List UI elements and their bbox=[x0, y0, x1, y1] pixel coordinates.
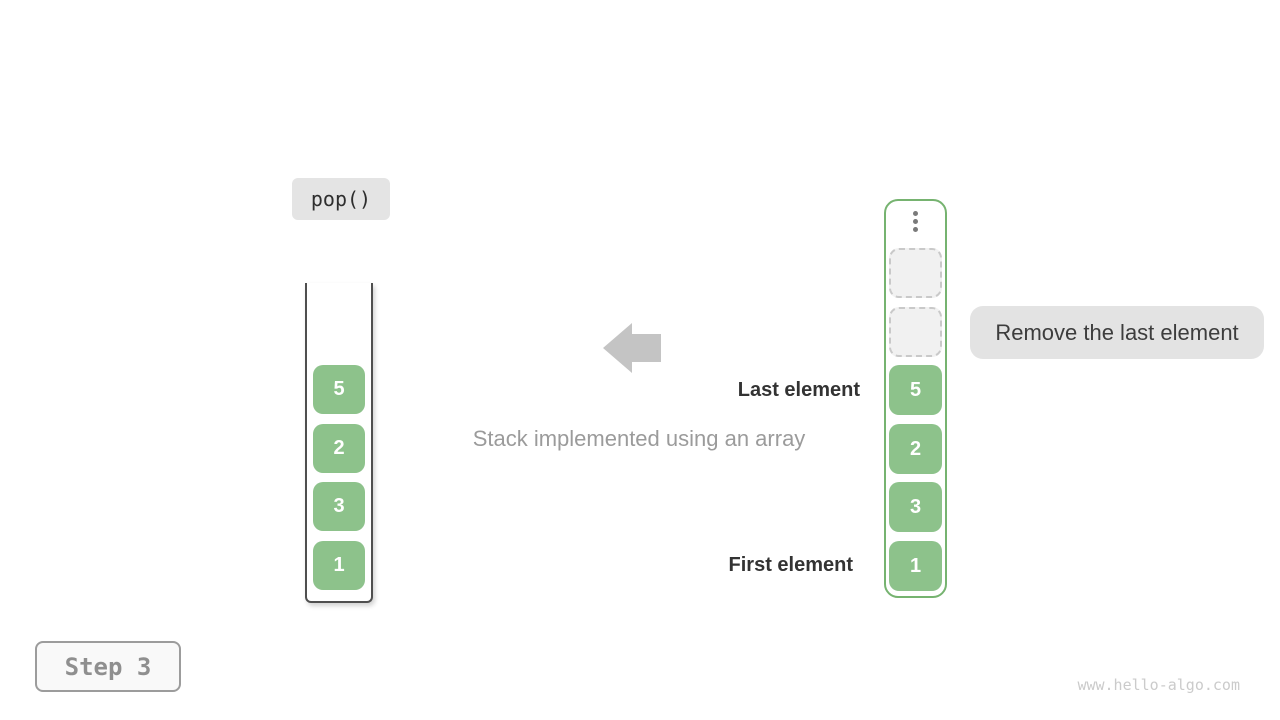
vertical-ellipsis-icon bbox=[886, 211, 945, 232]
array-cell: 5 bbox=[889, 365, 942, 415]
diagram-caption: Stack implemented using an array bbox=[472, 426, 806, 451]
last-element-label: Last element bbox=[737, 379, 860, 401]
action-label: Remove the last element bbox=[970, 306, 1264, 359]
step-badge: Step 3 bbox=[35, 641, 181, 692]
first-element-label: First element bbox=[728, 554, 853, 576]
stack-cell: 3 bbox=[313, 482, 365, 531]
empty-array-slot bbox=[889, 307, 942, 357]
array-cell: 1 bbox=[889, 541, 942, 591]
stack-container: 5 2 3 1 bbox=[305, 283, 373, 603]
array-container: 5 2 3 1 bbox=[884, 199, 947, 598]
array-cell: 3 bbox=[889, 482, 942, 532]
operation-badge: pop() bbox=[292, 178, 390, 220]
empty-array-slot bbox=[889, 248, 942, 298]
watermark: www.hello-algo.com bbox=[1077, 676, 1240, 694]
stack-cell: 5 bbox=[313, 365, 365, 414]
stack-cell: 1 bbox=[313, 541, 365, 590]
array-cell: 2 bbox=[889, 424, 942, 474]
left-arrow-icon bbox=[603, 323, 661, 373]
stack-cell: 2 bbox=[313, 424, 365, 473]
